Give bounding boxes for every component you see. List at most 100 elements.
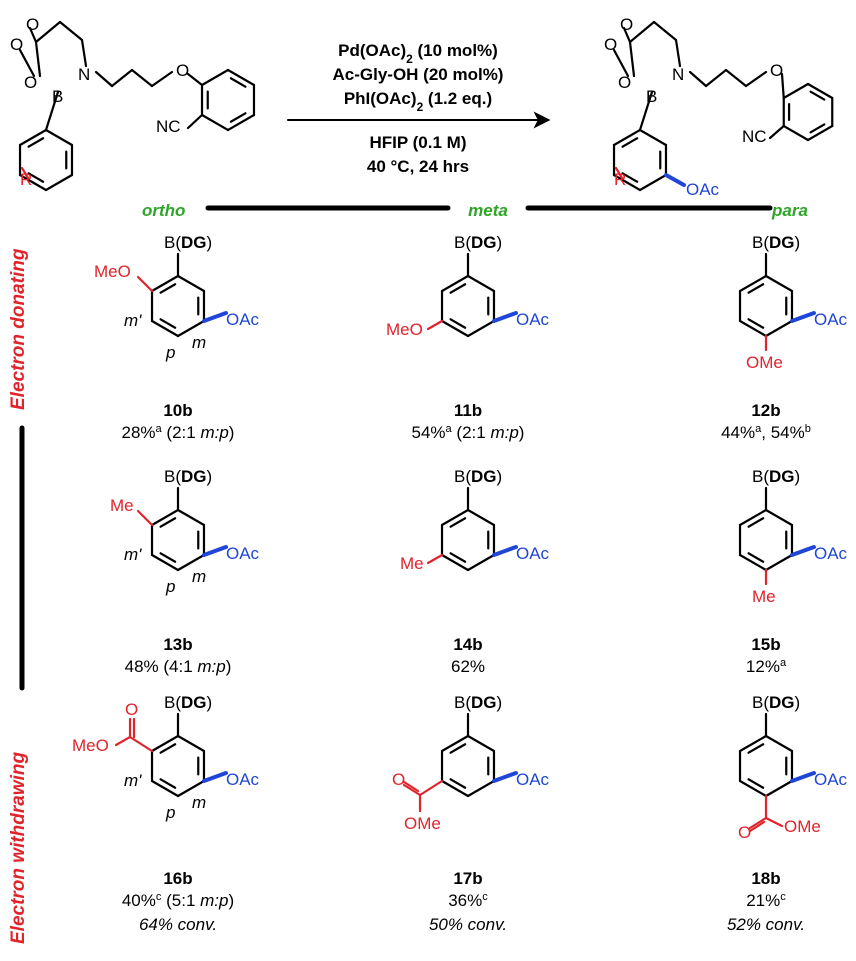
product-mida-cage: [652, 20, 678, 42]
compound-12b-ome-part: OMe: [746, 353, 783, 372]
compound-18b-oac-bond: [789, 771, 816, 783]
compound-12b-yield: 44%a, 54%b: [721, 423, 811, 442]
compound-10b-yield-part: 28%: [122, 423, 156, 442]
compound-14b-bdg-part: ): [497, 467, 503, 486]
compound-16b-bdg-part: B(: [164, 693, 181, 712]
compound-14b-oac-part: OAc: [516, 544, 550, 563]
header-ortho: ortho: [142, 201, 185, 220]
compound-12b-bdg-part: DG: [769, 233, 795, 252]
compound-16b-p: p: [165, 803, 175, 822]
compound-13b-sub-bond: [136, 509, 154, 527]
compound-18b-oac-part: OAc: [814, 770, 848, 789]
start-b-aryl-bond: [44, 90, 60, 132]
compound-14b-ring: [466, 508, 496, 527]
compound-11b-ring: [440, 319, 470, 338]
start-carbonyl-bond: [28, 26, 38, 44]
start-boron-atom-part: B: [52, 87, 63, 106]
start-boron-atom: B: [52, 87, 63, 106]
start-mida-o-part: O: [10, 35, 23, 54]
group-donating-label: Electron donating: [8, 248, 29, 410]
compound-15b-bdg-part: DG: [769, 467, 795, 486]
compound-14b-id-part: 14b: [453, 635, 482, 654]
compound-16b-bdg: B(DG): [164, 693, 212, 712]
compound-12b-ring-double: [747, 283, 765, 294]
compound-10b-oac-part: OAc: [226, 310, 260, 329]
compound-10b-p: p: [165, 343, 175, 362]
compound-14b-me: Me: [400, 554, 424, 573]
group-withdrawing-label-part: Electron withdrawing: [8, 751, 29, 944]
compound-17b-ester-co2: [402, 780, 420, 793]
product-nitrogen-atom-part: N: [672, 65, 684, 84]
product-oac-label-part: OAc: [686, 180, 720, 199]
compound-15b-me: Me: [752, 587, 776, 606]
start-mida-cage: [34, 40, 42, 78]
compound-16b-yield-part: 40%: [122, 891, 156, 910]
compound-10b-meo-part: MeO: [94, 262, 131, 281]
start-nc-label: NC: [156, 117, 181, 136]
start-r-label: R: [20, 170, 32, 189]
compound-11b-yield-part: (2:1: [452, 423, 491, 442]
start-nc-label-part: NC: [156, 117, 181, 136]
compound-12b-ring: [738, 319, 768, 338]
compound-12b-oac: OAc: [814, 310, 848, 329]
compound-16b-bdg-part: DG: [181, 693, 207, 712]
compound-11b-oac-part: OAc: [516, 310, 550, 329]
product-ring-o-part: O: [618, 73, 631, 92]
compound-15b-ring: [738, 553, 768, 572]
compound-15b-ring: [764, 508, 794, 527]
compound-17b-ring-double: [449, 778, 467, 789]
compound-17b-conv: 50% conv.: [429, 915, 507, 934]
compound-18b-conv: 52% conv.: [727, 915, 805, 934]
compound-10b-yield-part: a: [156, 423, 163, 435]
product-r-label-part: R: [614, 170, 626, 189]
product-nitrogen-atom: N: [672, 65, 684, 84]
compound-17b-ester-bond: [418, 779, 444, 797]
compound-11b-meo-part: MeO: [386, 320, 423, 339]
compound-18b-ester-ome: OMe: [784, 817, 821, 836]
compound-13b-bdg-part: B(: [164, 467, 181, 486]
compound-16b-p-part: p: [165, 803, 175, 822]
compound-10b-yield: 28%a (2:1 m:p): [122, 423, 235, 442]
compound-18b-bdg-part: ): [795, 693, 801, 712]
compound-17b-ester-o-part: O: [392, 770, 405, 789]
product-benzonitrile-ring: [782, 124, 810, 142]
compound-16b-ring: [150, 734, 180, 753]
compound-14b-me-part: Me: [400, 554, 424, 573]
compound-13b-oac: OAc: [226, 544, 260, 563]
compound-13b-mprime: m': [124, 545, 142, 564]
compound-13b-m-part: m: [192, 567, 206, 586]
compound-17b-ring: [466, 779, 496, 798]
product-benzonitrile-ring: [806, 82, 834, 100]
compound-17b-bdg-part: DG: [471, 693, 497, 712]
compound-15b-id-part: 15b: [751, 635, 780, 654]
product-ether-o: O: [770, 61, 783, 80]
compound-11b-oac: OAc: [516, 310, 550, 329]
compound-15b-yield: 12%a: [746, 657, 787, 676]
compound-14b-bdg: B(DG): [454, 467, 502, 486]
product-aryl-ring: [612, 128, 642, 147]
start-ether-o: O: [176, 61, 189, 80]
compound-16b-bdg-part: ): [207, 693, 213, 712]
compound-16b-ring: [176, 734, 206, 753]
compound-11b-bdg-part: ): [497, 233, 503, 252]
product-ether-o-part: O: [770, 61, 783, 80]
compound-11b-bdg: B(DG): [454, 233, 502, 252]
compound-15b-bdg-part: ): [795, 467, 801, 486]
compound-13b-oac-bond: [201, 545, 228, 557]
compound-18b-yield: 21%c: [746, 891, 786, 910]
compound-12b-id-part: 12b: [751, 401, 780, 420]
compound-18b-ester-o-part: O: [738, 823, 751, 842]
compound-18b-ring-double: [747, 778, 765, 789]
compound-10b-meo: MeO: [94, 262, 131, 281]
product-propyl-chain: [704, 68, 728, 88]
compound-11b-yield-part: a: [446, 423, 453, 435]
compound-10b-bdg-part: DG: [181, 233, 207, 252]
compound-13b-id: 13b: [163, 635, 192, 654]
product-nc-label: NC: [742, 127, 767, 146]
compound-18b-oac: OAc: [814, 770, 848, 789]
product-oac-bond: [663, 173, 686, 187]
compound-16b-yield: 40%c (5:1 m:p): [122, 891, 234, 910]
header-para: para: [771, 201, 808, 220]
product-cn-bond: [768, 124, 785, 140]
reagent-oxidant-part: 2: [417, 100, 424, 114]
